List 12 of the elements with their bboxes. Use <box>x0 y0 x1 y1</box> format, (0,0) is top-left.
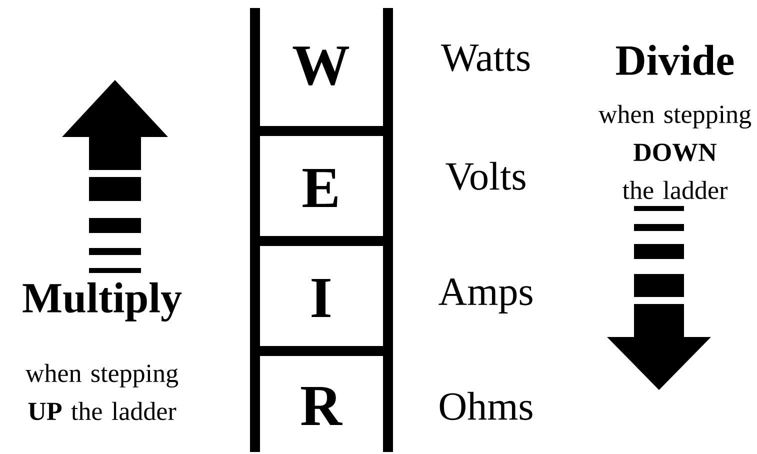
unit-label: Volts <box>446 162 526 190</box>
rule-note: when stepping UP the ladder <box>26 364 178 420</box>
ladder-letter: R <box>301 387 342 425</box>
ladder-letter: W <box>292 46 350 86</box>
unit-label: Watts <box>440 44 530 72</box>
rule-heading: Divide <box>616 44 734 76</box>
ladder-letter: E <box>302 169 338 207</box>
unit-label: Ohms <box>440 392 532 420</box>
rule-heading: Multiply <box>22 282 182 322</box>
ladder-letter: I <box>312 279 330 317</box>
unit-label: Amps <box>438 278 532 314</box>
rule-note: when stepping DOWN the ladder <box>598 104 752 200</box>
